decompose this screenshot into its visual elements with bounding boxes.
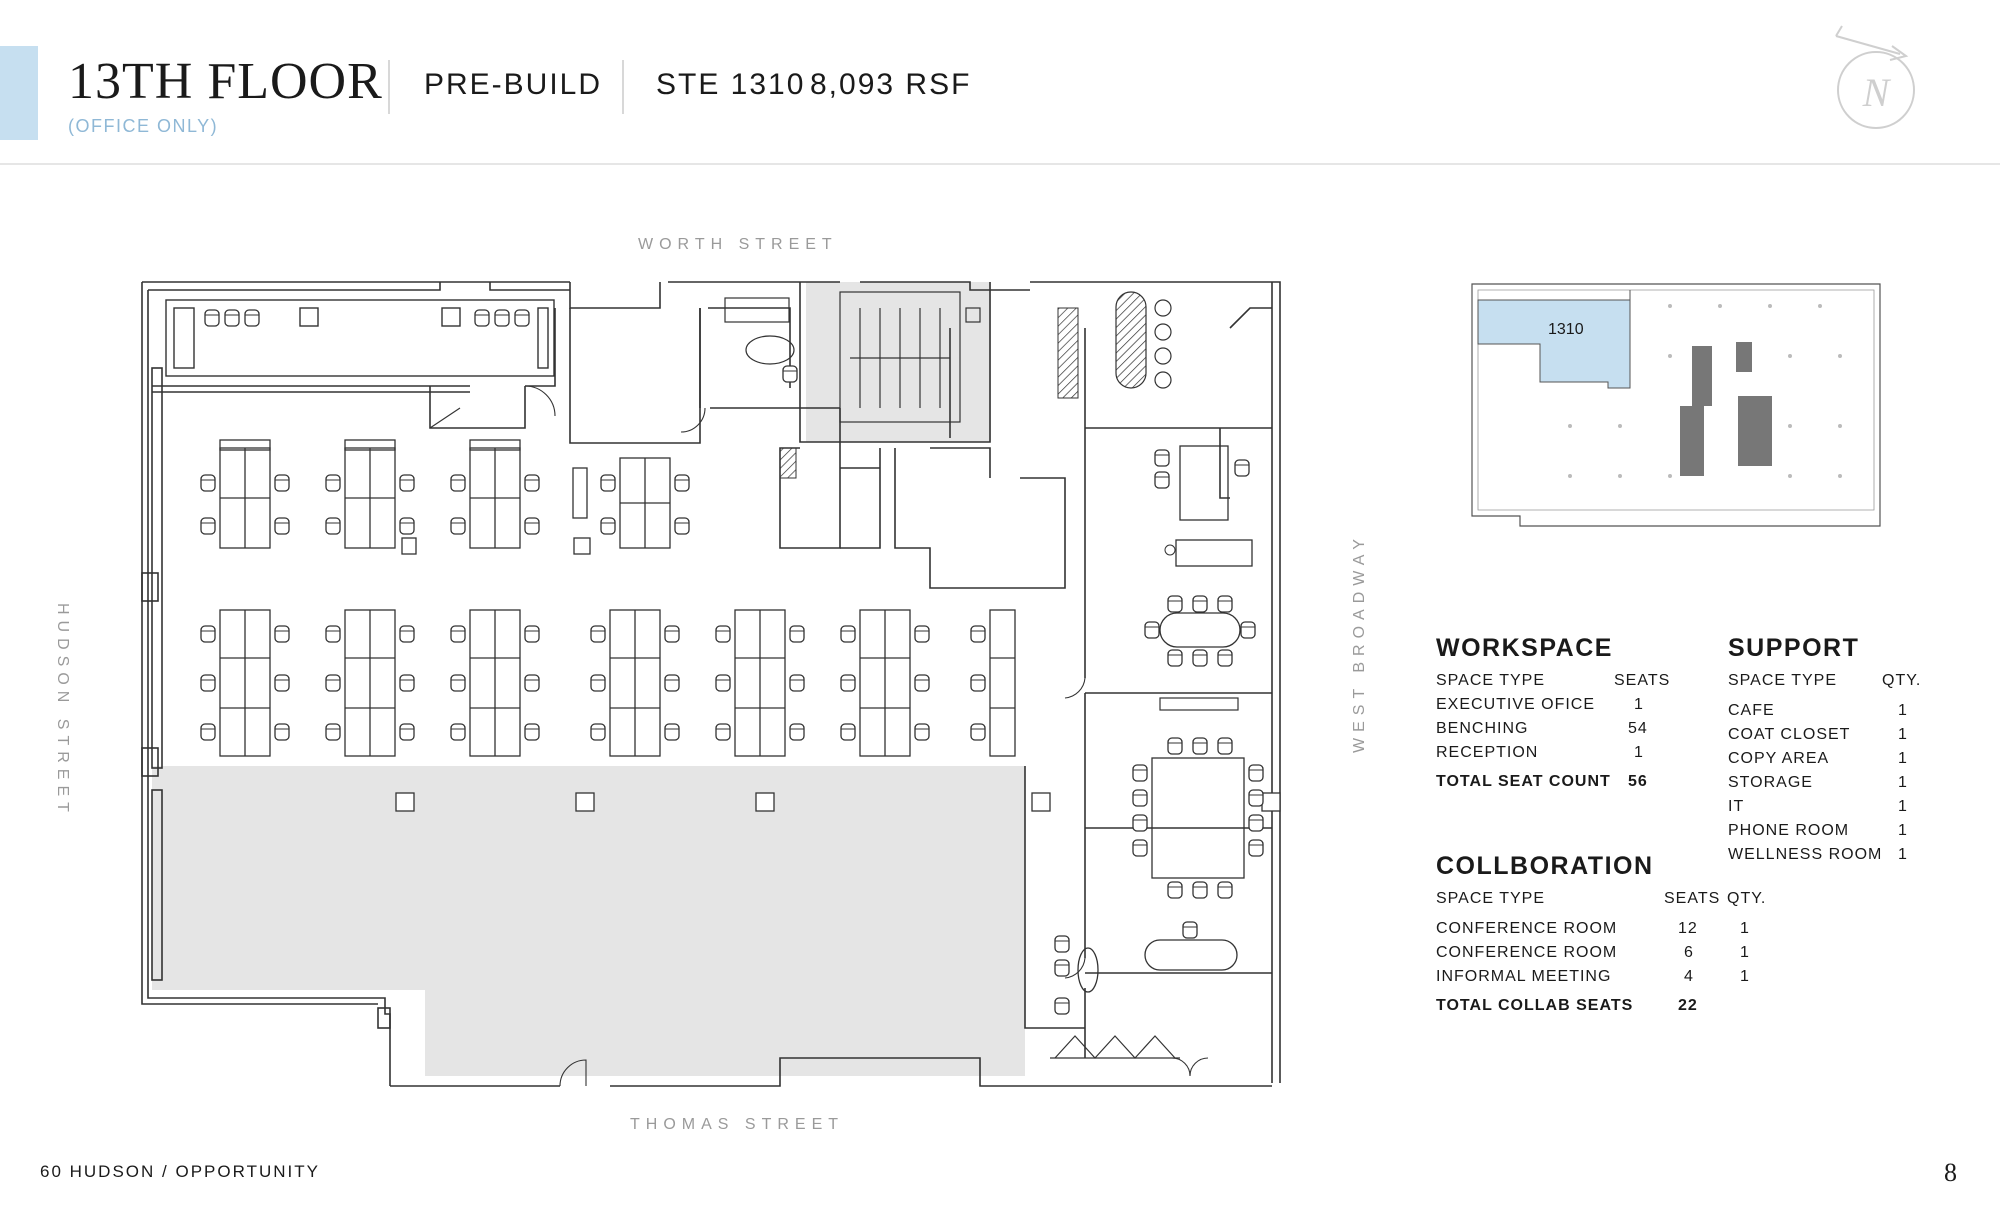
workspace-row-seats: 1 xyxy=(1634,696,1644,713)
floor-subtitle: (OFFICE ONLY) xyxy=(68,116,219,136)
support-row-qty: 1 xyxy=(1898,846,1908,863)
key-plan-suite-label: 1310 xyxy=(1548,321,1584,338)
street-east: WEST BROADWAY xyxy=(1351,533,1368,753)
compass-letter: N xyxy=(1862,70,1892,115)
support-row-qty: 1 xyxy=(1898,750,1908,767)
support-row-qty: 1 xyxy=(1898,702,1908,719)
street-west: HUDSON STREET xyxy=(54,603,71,818)
support-row-qty: 1 xyxy=(1898,798,1908,815)
collaboration-row-type: CONFERENCE ROOM xyxy=(1436,920,1618,937)
collaboration-row-seats: 4 xyxy=(1684,968,1694,985)
workspace-row-type: EXECUTIVE OFICE xyxy=(1436,696,1596,713)
suite-label: STE 1310 xyxy=(656,68,806,101)
workspace-row-type: BENCHING xyxy=(1436,720,1529,737)
key-plan-diagram: 1310 xyxy=(1471,283,1881,527)
page-number: 8 xyxy=(1944,1158,1957,1187)
floor-title: 13TH FLOOR xyxy=(68,53,383,110)
workspace-row-type: RECEPTION xyxy=(1436,744,1539,761)
floor-plan-diagram xyxy=(141,281,1281,1087)
support-row-type: COPY AREA xyxy=(1728,750,1830,767)
collaboration-row-seats: 12 xyxy=(1678,920,1698,937)
collaboration-row-type: INFORMAL MEETING xyxy=(1436,968,1612,985)
collaboration-row-seats: 6 xyxy=(1684,944,1694,961)
collaboration-row-qty: 1 xyxy=(1740,920,1750,937)
street-north: WORTH STREET xyxy=(638,236,838,253)
support-col-type: SPACE TYPE xyxy=(1728,672,1837,689)
workspace-total-value: 56 xyxy=(1628,773,1648,790)
collaboration-row-qty: 1 xyxy=(1740,968,1750,985)
collaboration-col-qty: QTY. xyxy=(1727,890,1767,907)
north-compass-icon: N xyxy=(1835,25,1915,129)
accent-bar xyxy=(0,46,38,140)
collaboration-row-qty: 1 xyxy=(1740,944,1750,961)
workspace-col-type: SPACE TYPE xyxy=(1436,672,1545,689)
collaboration-total-label: TOTAL COLLAB SEATS xyxy=(1436,997,1634,1014)
footer-label: 60 HUDSON / OPPORTUNITY xyxy=(40,1162,320,1181)
support-row-type: COAT CLOSET xyxy=(1728,726,1851,743)
support-row-type: CAFE xyxy=(1728,702,1775,719)
area-label: 8,093 RSF xyxy=(810,68,972,101)
collaboration-total-value: 22 xyxy=(1678,997,1698,1014)
collaboration-col-type: SPACE TYPE xyxy=(1436,890,1545,907)
support-row-type: STORAGE xyxy=(1728,774,1813,791)
support-heading: SUPPORT xyxy=(1728,634,1860,662)
support-row-type: PHONE ROOM xyxy=(1728,822,1850,839)
phase-label: PRE-BUILD xyxy=(424,68,603,101)
support-row-qty: 1 xyxy=(1898,822,1908,839)
workspace-col-seats: SEATS xyxy=(1614,672,1671,689)
header-divider xyxy=(622,60,624,114)
workspace-row-seats: 54 xyxy=(1628,720,1648,737)
header-rule xyxy=(0,163,2000,165)
workspace-row-seats: 1 xyxy=(1634,744,1644,761)
collaboration-row-type: CONFERENCE ROOM xyxy=(1436,944,1618,961)
collaboration-col-seats: SEATS xyxy=(1664,890,1721,907)
collaboration-heading: COLLBORATION xyxy=(1436,852,1654,880)
suite-highlight xyxy=(1477,290,1631,389)
support-row-qty: 1 xyxy=(1898,726,1908,743)
support-col-qty: QTY. xyxy=(1882,672,1922,689)
support-row-type: IT xyxy=(1728,798,1745,815)
workspace-total-label: TOTAL SEAT COUNT xyxy=(1436,773,1611,790)
support-row-type: WELLNESS ROOM xyxy=(1728,846,1883,863)
header-divider xyxy=(388,60,390,114)
street-south: THOMAS STREET xyxy=(630,1116,845,1133)
workspace-heading: WORKSPACE xyxy=(1436,634,1613,662)
support-row-qty: 1 xyxy=(1898,774,1908,791)
